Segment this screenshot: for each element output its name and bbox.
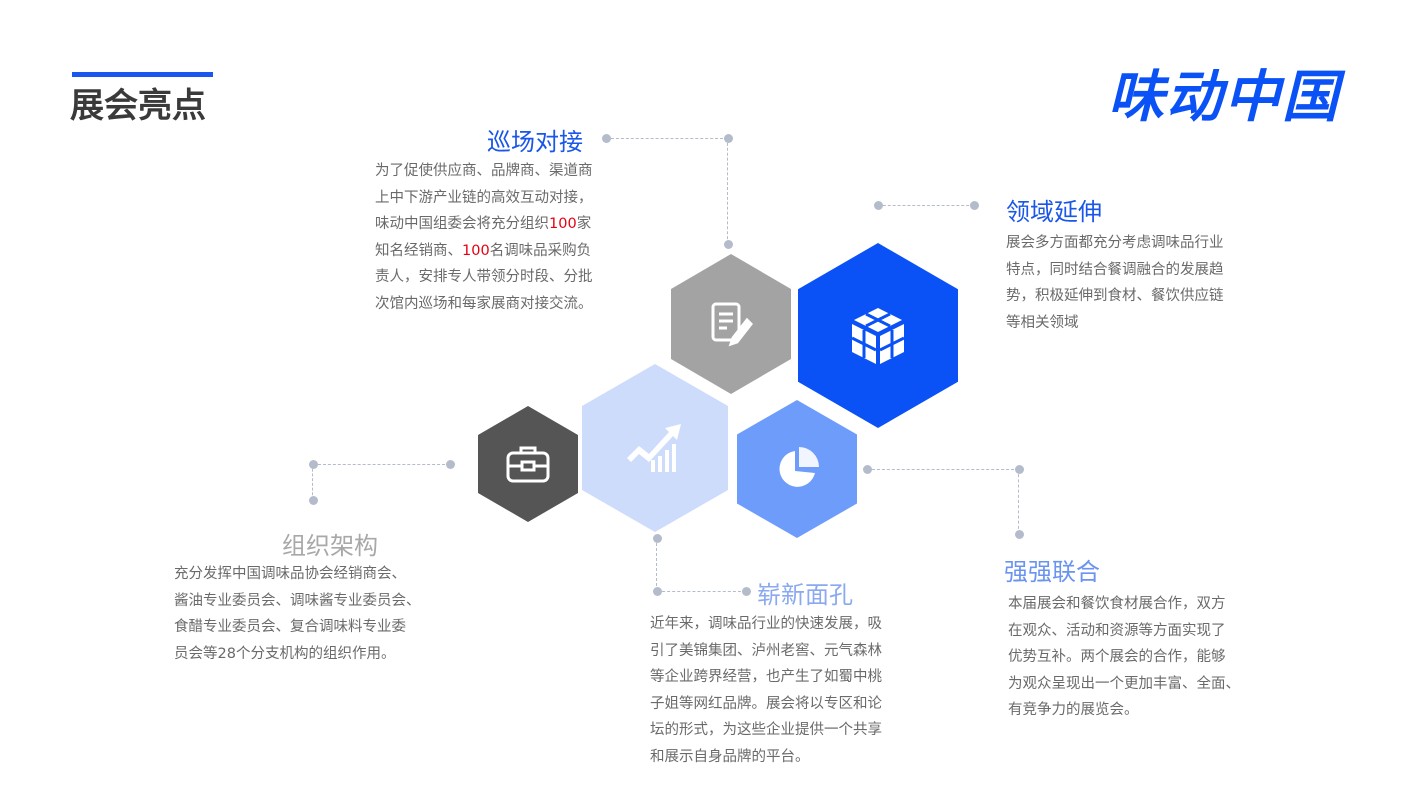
section-body-zhanxin: 近年来，调味品行业的快速发展，吸 引了美锦集团、泸州老窖、元气森林 等企业跨界经… bbox=[650, 611, 882, 770]
pie-chart-icon bbox=[779, 447, 819, 487]
text-line: 有竞争力的展览会。 bbox=[1008, 702, 1139, 718]
section-body-lingyu: 展会多方面都充分考虑调味品行业 特点，同时结合餐调融合的发展趋 势，积极延伸到食… bbox=[1006, 230, 1224, 336]
highlight-number: 100 bbox=[462, 242, 490, 259]
text-line: 味动中国组委会将充分组织100家 bbox=[375, 211, 593, 238]
text-line: 等相关领域 bbox=[1006, 314, 1079, 331]
text-line: 次馆内巡场和每家展商对接交流。 bbox=[375, 295, 593, 312]
text-line: 酱油专业委员会、调味酱专业委员会、 bbox=[174, 592, 421, 609]
text-line: 食醋专业委员会、复合调味料专业委 bbox=[174, 619, 406, 635]
briefcase-icon bbox=[506, 446, 550, 483]
text-line: 坛的形式，为这些企业提供一个共享 bbox=[650, 722, 882, 738]
cube-icon bbox=[851, 307, 905, 364]
hex-growth bbox=[582, 364, 728, 532]
text-segment: 名调味品采购负 bbox=[489, 242, 592, 259]
text-line: 势，积极延伸到食材、餐饮供应链 bbox=[1006, 288, 1224, 304]
connector-dot bbox=[445, 459, 455, 469]
text-line: 等企业跨界经营，也产生了如蜀中桃 bbox=[650, 669, 882, 685]
section-title-zuzhi: 组织架构 bbox=[282, 532, 378, 560]
connector-line bbox=[867, 469, 1019, 470]
header-accent-bar bbox=[72, 72, 213, 77]
section-title-lingyu: 领域延伸 bbox=[1006, 198, 1102, 226]
text-line: 员会等28个分支机构的组织作用。 bbox=[174, 645, 396, 662]
text-line: 子姐等网红品牌。展会将以专区和论 bbox=[650, 695, 882, 712]
connector-line bbox=[606, 138, 728, 139]
connector-line bbox=[312, 464, 313, 500]
page-title: 展会亮点 bbox=[70, 86, 206, 126]
connector-dot bbox=[741, 586, 751, 596]
text-line: 近年来，调味品行业的快速发展，吸 bbox=[650, 616, 882, 632]
connector-line bbox=[313, 464, 450, 465]
connector-line bbox=[656, 538, 657, 591]
text-segment: 家 bbox=[576, 216, 592, 232]
connector-dot bbox=[652, 586, 662, 596]
connector-line bbox=[657, 591, 746, 592]
connector-dot bbox=[1014, 529, 1024, 539]
section-title-zhanxin: 崭新面孔 bbox=[757, 581, 853, 609]
hex-pie bbox=[737, 400, 857, 538]
highlight-number: 100 bbox=[549, 216, 577, 232]
connector-dot bbox=[308, 459, 318, 469]
hex-document bbox=[671, 254, 791, 394]
section-title-xunchang: 巡场对接 bbox=[487, 128, 583, 156]
section-title-qiangqiang: 强强联合 bbox=[1004, 558, 1100, 586]
connector-dot bbox=[723, 239, 733, 249]
connector-dot bbox=[873, 200, 883, 210]
connector-dot bbox=[723, 133, 733, 143]
connector-line bbox=[878, 205, 974, 206]
connector-dot bbox=[862, 464, 872, 474]
text-line: 本届展会和餐饮食材展合作，双方 bbox=[1008, 596, 1226, 612]
connector-dot bbox=[601, 133, 611, 143]
document-edit-icon bbox=[711, 302, 753, 347]
connector-line bbox=[1018, 469, 1019, 534]
text-line: 展会多方面都充分考虑调味品行业 bbox=[1006, 235, 1224, 251]
connector-dot bbox=[1014, 464, 1024, 474]
text-line: 引了美锦集团、泸州老窖、元气森林 bbox=[650, 642, 882, 659]
hex-briefcase bbox=[478, 406, 578, 522]
text-segment: 知名经销商、 bbox=[375, 242, 462, 259]
section-body-qiangqiang: 本届展会和餐饮食材展合作，双方 在观众、活动和资源等方面实现了 优势互补。两个展… bbox=[1008, 591, 1240, 724]
text-segment: 味动中国组委会将充分组织 bbox=[375, 216, 549, 232]
text-line: 特点，同时结合餐调融合的发展趋 bbox=[1006, 261, 1224, 278]
text-line: 优势互补。两个展会的合作，能够 bbox=[1008, 649, 1226, 665]
text-line: 在观众、活动和资源等方面实现了 bbox=[1008, 622, 1226, 639]
text-line: 为了促使供应商、品牌商、渠道商 bbox=[375, 163, 593, 179]
hex-cube bbox=[798, 243, 958, 428]
text-line: 知名经销商、100名调味品采购负 bbox=[375, 238, 593, 265]
text-line: 责人，安排专人带领分时段、分批 bbox=[375, 269, 593, 285]
text-line: 为观众呈现出一个更加丰富、全面、 bbox=[1008, 675, 1240, 692]
section-body-zuzhi: 充分发挥中国调味品协会经销商会、 酱油专业委员会、调味酱专业委员会、 食醋专业委… bbox=[174, 561, 421, 667]
connector-dot bbox=[652, 533, 662, 543]
section-body-xunchang: 为了促使供应商、品牌商、渠道商 上中下游产业链的高效互动对接， 味动中国组委会将… bbox=[375, 158, 593, 317]
text-line: 充分发挥中国调味品协会经销商会、 bbox=[174, 566, 406, 582]
growth-chart-icon bbox=[627, 424, 681, 472]
connector-line bbox=[727, 138, 728, 244]
connector-dot bbox=[308, 495, 318, 505]
connector-dot bbox=[969, 200, 979, 210]
text-line: 和展示自身品牌的平台。 bbox=[650, 748, 810, 765]
text-line: 上中下游产业链的高效互动对接， bbox=[375, 189, 593, 206]
brand-logo: 味动中国 bbox=[1108, 65, 1340, 130]
